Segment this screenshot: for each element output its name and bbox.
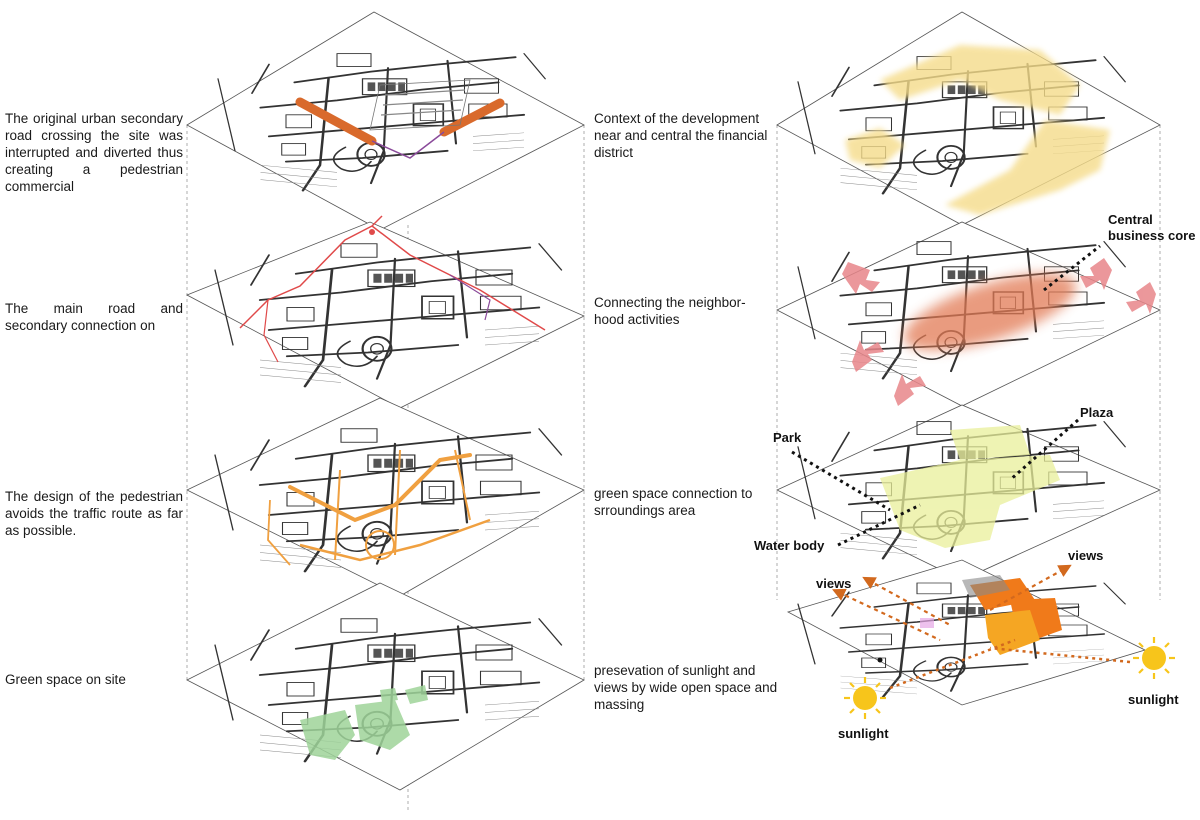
label-views-left: views [816,576,852,591]
main-road-network [239,215,546,363]
right-layer-4 [786,559,1147,706]
sun-icon [1133,637,1175,679]
caption-left-1: The original urban secondary road crossi… [5,111,183,194]
water-body-leader-line [837,503,921,547]
label-sunlight-right: sunlight [1128,692,1179,707]
neighborhood-arrows [842,258,1156,406]
sunlight-rays [889,638,1131,690]
view-lines [832,564,1072,641]
right-layer-2 [776,221,1161,407]
label-park: Park [773,430,802,445]
park-leader-line [791,450,891,512]
label-views-right: views [1068,548,1104,563]
core-leader-line [1043,244,1101,292]
caption-right-3: green space connection to srroundings ar… [594,486,753,518]
right-layer-3 [776,404,1161,581]
left-layer-4 [186,582,585,791]
left-layer-2 [186,215,585,409]
caption-left-3: The design of the pedestrian avoids the … [5,489,183,538]
plaza-leader-line [1009,418,1079,482]
label-plaza: Plaza [1080,405,1114,420]
left-layer-1 [186,11,585,231]
label-water-body: Water body [754,538,825,553]
central-business-core-area [903,273,1077,351]
right-layer-1 [776,11,1161,226]
financial-district-context [845,45,1110,215]
building-massing [962,575,1062,655]
caption-right-1: Context of the development near and cent… [594,111,768,160]
label-central-business-core: Central business core [1108,212,1196,243]
caption-right-4: presevation of sunlight and views by wid… [594,663,778,712]
secondary-road-interruption [295,79,505,159]
caption-right-2: Connecting the neighbor-hood activities [594,295,746,327]
sun-icon [844,677,886,719]
caption-left-4: Green space on site [5,672,126,687]
green-space [300,685,428,760]
label-sunlight-left: sunlight [838,726,889,741]
pedestrian-network [267,449,491,566]
green-connection-area [880,425,1060,548]
left-layer-3 [186,397,585,597]
caption-left-2: The main road and secondary connection o… [5,301,183,333]
